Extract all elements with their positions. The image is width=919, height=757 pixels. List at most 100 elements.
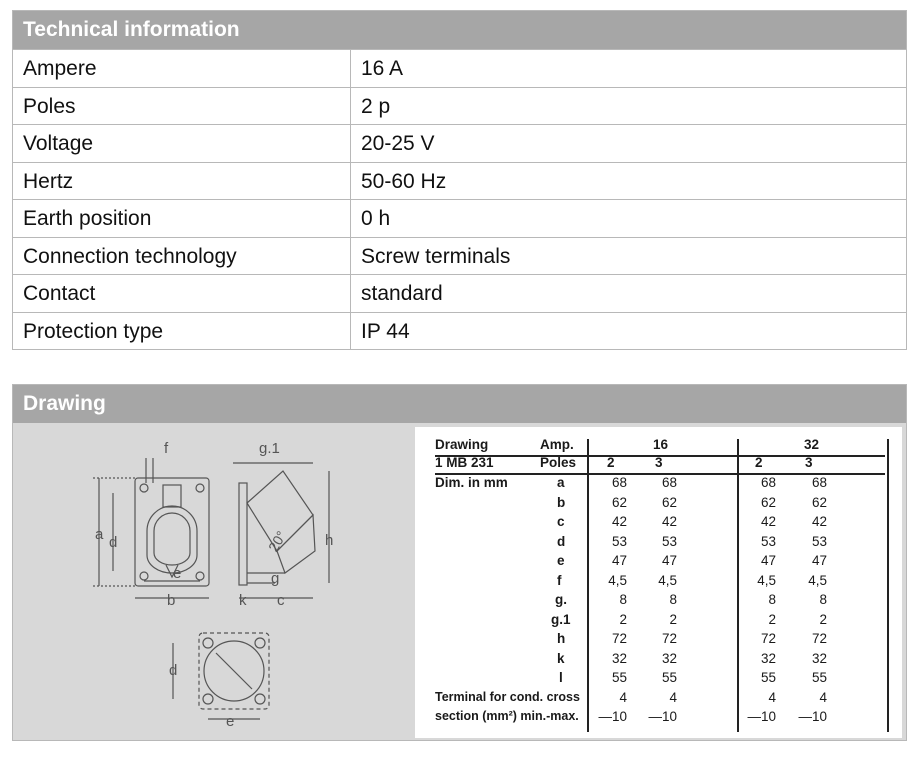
dim-value: 72 — [760, 631, 776, 646]
socket-front-plate — [134, 477, 210, 587]
label-e: e — [173, 565, 181, 582]
dim-value: 8 — [669, 592, 677, 607]
label-b: b — [167, 592, 175, 609]
dim-value: 32 — [611, 650, 627, 666]
row-label: Contact — [13, 275, 351, 312]
dim-value: 72 — [811, 631, 827, 646]
socket-side-plate — [238, 482, 248, 586]
panel-cutout-outline — [198, 632, 270, 710]
terminal-max: —10 — [798, 709, 827, 724]
poles-value: 3 — [655, 455, 663, 470]
dim-value: 42 — [611, 514, 627, 529]
row-label: Connection technology — [13, 237, 351, 274]
dim-value: 62 — [760, 494, 776, 510]
mounting-hole — [195, 571, 205, 581]
socket-key — [165, 564, 179, 579]
socket-opening — [146, 505, 198, 574]
dim-value: 4,5 — [757, 572, 776, 588]
dim-value: 72 — [661, 631, 677, 646]
label-f: f — [164, 440, 169, 457]
dim-value: 2 — [619, 611, 627, 627]
drawing-header: Drawing — [13, 385, 906, 423]
table-row: section (mm²) min.-max. —10 —10 —10 —10 — [415, 709, 902, 728]
table-row: Hertz 50-60 Hz — [13, 161, 906, 199]
row-value: standard — [361, 282, 443, 305]
terminal-label: Terminal for cond. cross — [435, 690, 580, 704]
row-value: 50-60 Hz — [361, 169, 447, 193]
dim-value: 8 — [768, 592, 776, 607]
table-header-row: 1 MB 231 Poles 2 3 2 3 — [415, 455, 902, 474]
dim-value: 68 — [611, 475, 627, 490]
poles-value: 2 — [607, 455, 615, 470]
amp-label: Amp. — [540, 437, 574, 452]
divider — [587, 439, 589, 732]
cutout-hole — [254, 637, 266, 649]
dim-key: g.1 — [551, 611, 571, 627]
cutout-diagonal — [215, 652, 253, 690]
row-label: Hertz — [13, 162, 351, 199]
dim-value: 53 — [611, 533, 627, 549]
label-g: g — [271, 570, 279, 587]
table-row: h 72 72 72 72 — [415, 631, 902, 650]
row-label: Earth position — [13, 200, 351, 237]
cutout-hole — [202, 637, 214, 649]
divider — [887, 439, 889, 732]
row-label: Poles — [13, 87, 351, 124]
terminal-max: —10 — [648, 709, 677, 724]
poles-value: 3 — [805, 455, 813, 470]
amp-32: 32 — [804, 437, 820, 452]
dim-value: 62 — [611, 494, 627, 510]
model-number: 1 MB 231 — [435, 455, 494, 470]
dim-value: 4,5 — [808, 572, 827, 588]
dim-value: 47 — [760, 553, 776, 568]
dim-value: 55 — [661, 670, 677, 685]
amp-16: 16 — [653, 437, 669, 452]
dim-value: 62 — [661, 494, 677, 510]
label-angle: 20° — [265, 528, 289, 554]
dim-value: 2 — [819, 611, 827, 627]
row-value: Screw terminals — [361, 244, 511, 268]
dimension-table-panel: Drawing Amp. 16 32 1 MB 231 Poles 2 3 2 … — [415, 427, 902, 738]
terminal-max: —10 — [598, 709, 627, 724]
dim-value: 42 — [811, 514, 827, 529]
terminal-min: 4 — [768, 690, 776, 705]
row-value: 20-25 V — [361, 132, 435, 155]
terminal-max: —10 — [747, 709, 776, 724]
dim-value: 72 — [611, 631, 627, 646]
dim-key: h — [557, 631, 566, 646]
dim-value: 68 — [661, 475, 677, 490]
dim-value: 4,5 — [608, 572, 627, 588]
row-label: Voltage — [13, 125, 351, 162]
terminal-min: 4 — [669, 690, 677, 705]
row-value: IP 44 — [361, 319, 410, 343]
dim-value: 53 — [760, 533, 776, 549]
label-a: a — [95, 526, 104, 543]
drawing-body: f g.1 a d h 20° e b k c g d e Drawing Am… — [13, 423, 906, 740]
dim-value: 32 — [760, 650, 776, 666]
dim-label: Dim. in mm — [435, 475, 508, 490]
row-value: 0 h — [361, 207, 391, 230]
dim-key: a — [557, 475, 565, 490]
table-header-row: Drawing Amp. 16 32 — [415, 437, 902, 456]
dim-value: 68 — [811, 475, 827, 490]
cutout-hole — [254, 693, 266, 705]
drawing-section: Drawing — [12, 384, 907, 741]
dim-value: 55 — [611, 670, 627, 685]
socket-inner — [153, 512, 191, 566]
poles-label: Poles — [540, 455, 577, 470]
dim-value: 4,5 — [658, 572, 677, 588]
row-label: Ampere — [13, 50, 351, 87]
drawing-label: Drawing — [435, 437, 489, 452]
table-row: Contact standard — [13, 274, 906, 312]
socket-side-neck — [276, 513, 316, 574]
